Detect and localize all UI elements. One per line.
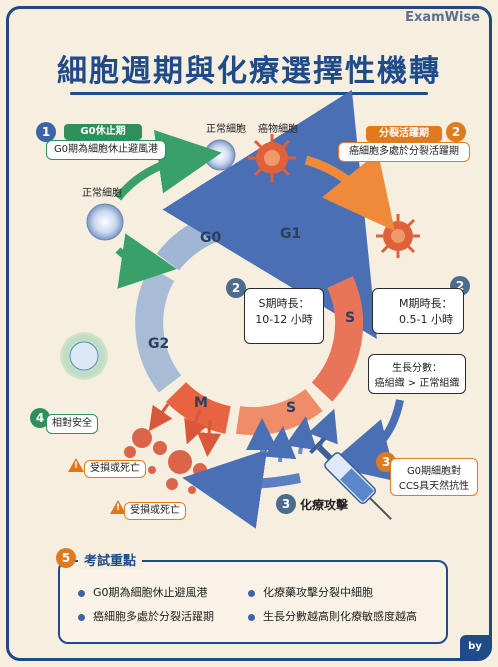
page-title: 細胞週期與化療選擇性機轉 [57,54,441,89]
desc-g0-haven: G0期為細胞休止避風港 [46,140,166,160]
segment-s2 [235,388,323,436]
damage-arrow-3 [197,419,222,457]
phase-label-g1: G1 [280,226,302,242]
phase-label-s: S [345,310,356,326]
damage-arrow-1 [148,403,173,432]
phase-label-g0: G0 [200,230,222,246]
s-duration-title: S期時長： [258,297,310,310]
growth-title: 生長分數： [392,363,442,374]
arrow-blue-back [182,449,301,529]
step-badge-3-attack: 3 [276,494,296,514]
growth-value: 癌組織 > 正常組織 [374,378,460,389]
syringe-icon [309,437,392,520]
desc-cancer-active: 癌細胞多處於分裂活躍期 [338,142,470,162]
arrow-blue-right [326,399,404,482]
label-relatively-safe: 相對安全 [46,414,98,434]
m-duration-title: M期時長： [399,297,453,310]
segment-m [166,381,232,434]
arrow-green-down [115,233,177,289]
phase-label-m: M [194,395,208,411]
resist-line1: G0期細胞對 [406,466,462,477]
label-damaged-2: 受損或死亡 [124,502,186,520]
label-chemo-attack: 化療攻擊 [300,498,349,512]
s-phase-duration-box: S期時長： 10-12 小時 [244,288,324,344]
m-phase-duration-box: M期時長： 0.5-1 小時 [372,288,464,334]
normal-cell-top [204,139,236,171]
arrow-green-up [114,129,222,201]
bullet-dot [78,613,85,621]
cancer-cell-right [376,214,420,258]
cancer-cell-top [248,134,296,182]
m-duration-value: 0.5-1 小時 [399,313,453,326]
segment-s [311,276,363,402]
normal-cell-left [86,203,124,241]
exam-point-2: 化療藥攻擊分裂中細胞 [248,584,373,600]
damage-arrow-2 [184,409,207,445]
segment-g2 [135,267,182,393]
label-normal-cell-left: 正常細胞 [82,188,122,199]
label-damaged-1: 受損或死亡 [84,460,146,478]
growth-fraction-box: 生長分數： 癌組織 > 正常組織 [368,354,466,394]
attack-arrow-3 [285,416,317,455]
step-badge-2-s: 2 [226,278,246,298]
attack-arrow-2 [264,426,297,463]
step-badge-4: 4 [30,408,50,428]
tag-g0-phase: G0休止期 [64,124,142,140]
bullet-dot [248,589,255,597]
s-duration-value: 10-12 小時 [255,313,313,326]
label-cancer-cell-top: 癌物細胞 [258,124,298,135]
step-badge-1: 1 [36,122,56,142]
bullet-dot [248,613,255,621]
warning-icon-2 [110,500,126,514]
tag-active-division: 分裂活躍期 [366,126,442,142]
phase-label-s-lower: S [286,400,297,416]
g0-resistance-box: G0期細胞對 CCS具天然抗性 [390,458,478,496]
arrow-orange [304,152,395,232]
arrow-blue-into-g1 [228,175,293,230]
label-normal-cell-top: 正常細胞 [206,124,246,135]
page-frame [6,6,492,661]
exam-points-title: 考試重點 [78,550,143,569]
exam-point-3: 癌細胞多處於分裂活躍期 [78,608,214,624]
warning-icon-1 [68,458,84,472]
exam-point-4: 生長分數越高則化療敏感度越高 [248,608,417,624]
exam-point-1: G0期為細胞休止避風港 [78,584,208,600]
bullet-dot [78,589,85,597]
resist-line2: CCS具天然抗性 [398,481,470,492]
corner-by-mark: by [460,635,490,659]
step-badge-5: 5 [56,548,76,568]
step-badge-2-top: 2 [446,122,466,142]
phase-label-g2: G2 [148,336,170,352]
brand-logo: ExamWise [405,10,480,25]
exam-points-panel [58,560,448,644]
